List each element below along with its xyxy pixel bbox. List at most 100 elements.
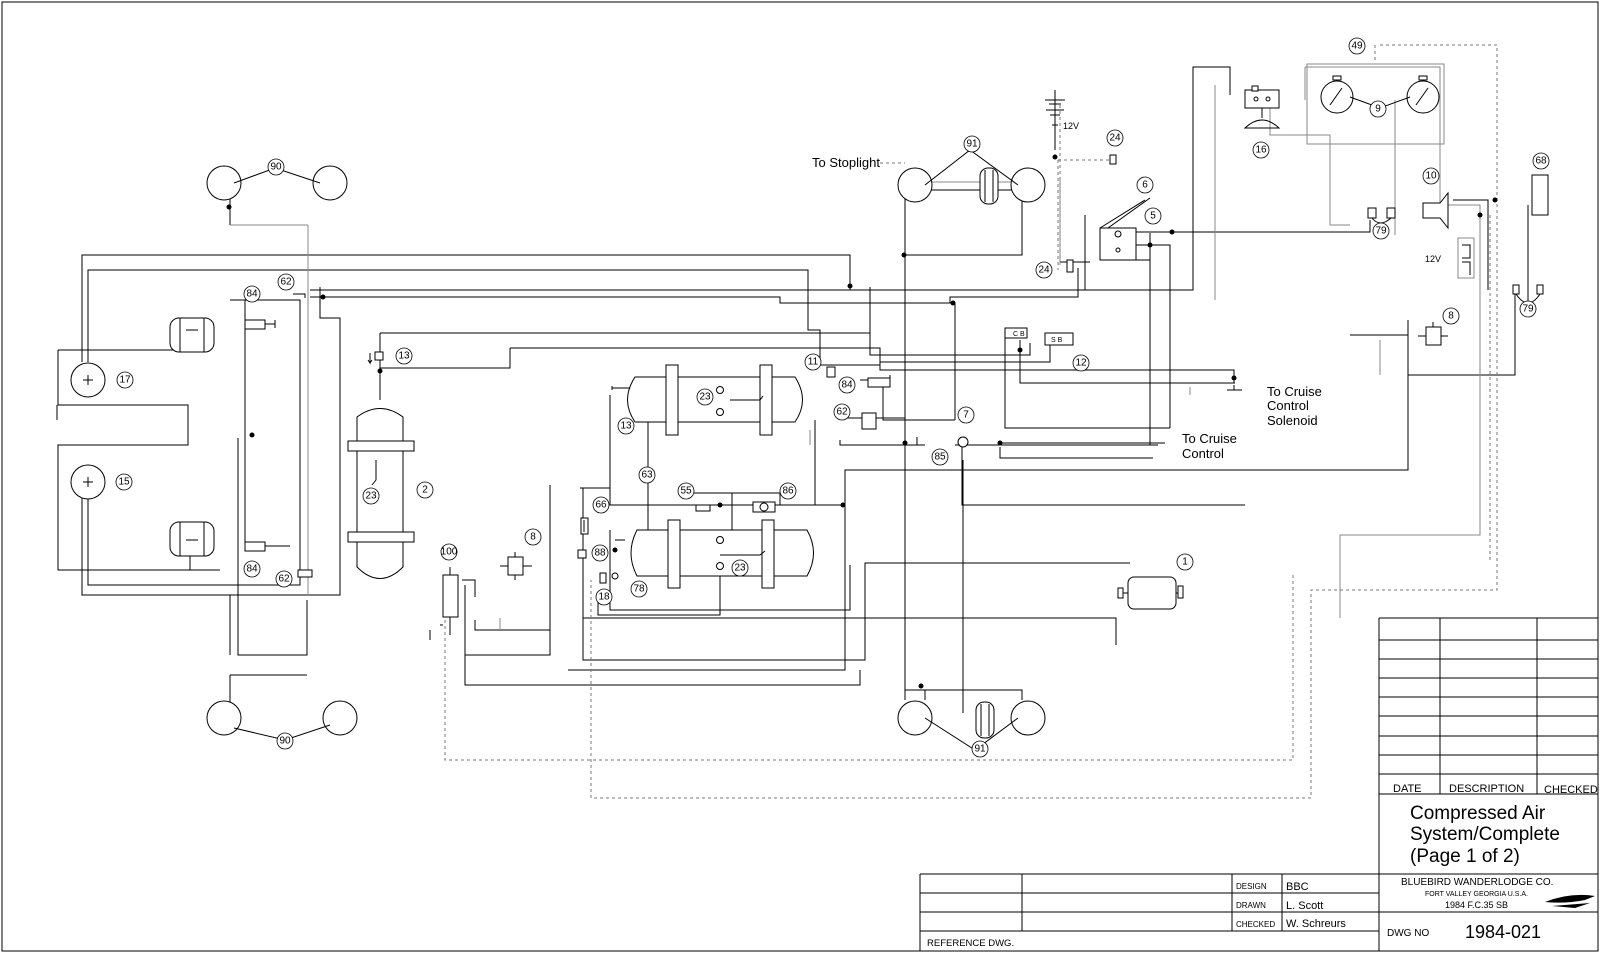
title-line-1: Compressed Air	[1410, 803, 1546, 824]
svg-text:23: 23	[699, 392, 711, 403]
signal-lines	[230, 44, 1498, 799]
callout-13-tank: 13	[617, 417, 635, 435]
callout-79-right: 79	[1519, 300, 1537, 318]
signoff-drawn-name: L. Scott	[1286, 900, 1323, 912]
valve-88	[577, 549, 587, 559]
notes: To Stoplight 12V 12V To Cruise Control S…	[812, 121, 1441, 461]
rev-header-checked: CHECKED	[1544, 784, 1598, 796]
callout-90-bottom: 90	[276, 732, 294, 750]
callout-68: 68	[1532, 152, 1550, 170]
callout-13-top: 13	[395, 347, 413, 365]
bluebird-logo	[1545, 894, 1595, 908]
callout-23-lower: 23	[731, 559, 749, 577]
valve-5	[1099, 227, 1137, 261]
valve-84-mid	[867, 377, 891, 388]
valve-24-lower	[1066, 259, 1074, 273]
check-valve-84-lower	[244, 541, 290, 552]
revision-table: DATE DESCRIPTION CHECKED	[1378, 617, 1598, 951]
svg-text:62: 62	[278, 574, 290, 585]
svg-text:88: 88	[594, 548, 606, 559]
dwg-no-value: 1984-021	[1465, 922, 1541, 942]
svg-text:13: 13	[620, 421, 632, 432]
callout-11: 11	[804, 353, 822, 371]
callout-16: 16	[1252, 141, 1270, 159]
model-line: 1984 F.C.35 SB	[1445, 900, 1508, 910]
svg-text:15: 15	[118, 477, 130, 488]
signoff-checked-name: W. Schreurs	[1286, 918, 1346, 930]
note-cruise-solenoid-3: Solenoid	[1267, 413, 1318, 428]
brake-chamber-91-bottom	[897, 700, 1046, 751]
svg-text:7: 7	[963, 410, 969, 421]
callout-9: 9	[1369, 100, 1387, 118]
callout-12: 12	[1072, 354, 1090, 372]
brake-chamber-91-top	[897, 149, 1046, 205]
svg-text:18: 18	[598, 592, 610, 603]
svg-text:1: 1	[1182, 557, 1188, 568]
battery-12v-top	[1045, 90, 1065, 150]
company-location: FORT VALLEY GEORGIA U.S.A.	[1425, 891, 1528, 898]
svg-text:68: 68	[1535, 156, 1547, 167]
callout-91-top: 91	[963, 135, 981, 153]
compressor-1	[1117, 576, 1184, 610]
callout-90-top: 90	[267, 158, 285, 176]
note-cruise-control-2: Control	[1182, 446, 1224, 461]
valve-86	[752, 501, 776, 513]
svg-text:66: 66	[595, 500, 607, 511]
title-block: DATE DESCRIPTION CHECKED Compressed Air …	[919, 617, 1598, 951]
svg-text:6: 6	[1142, 180, 1148, 191]
svg-text:91: 91	[966, 139, 978, 150]
callout-85: 85	[931, 448, 949, 466]
svg-text:23: 23	[365, 491, 377, 502]
valve-55	[695, 504, 711, 512]
svg-text:24: 24	[1038, 265, 1050, 276]
valve-7	[957, 436, 969, 448]
svg-text:100: 100	[441, 547, 458, 558]
callout-1: 1	[1176, 553, 1194, 571]
callout-8-right: 8	[1442, 307, 1460, 325]
svg-text:C B: C B	[1013, 331, 1025, 338]
svg-text:9: 9	[1375, 104, 1381, 115]
note-cruise-solenoid-1: To Cruise	[1267, 384, 1322, 399]
signoff-checked-role: CHECKED	[1236, 920, 1275, 929]
junction-dots	[226, 154, 1498, 689]
switch-79-upper	[1367, 207, 1396, 224]
company-name: BLUEBIRD WANDERLODGE CO.	[1401, 877, 1553, 888]
callouts: 49 9 16 24 6 5 24 79 68 10 79 8 91 91 90…	[115, 37, 1550, 758]
callout-49: 49	[1348, 37, 1366, 55]
signoff-design-role: DESIGN	[1236, 882, 1267, 891]
rev-header-description: DESCRIPTION	[1449, 783, 1524, 795]
svg-text:84: 84	[246, 564, 258, 575]
svg-text:24: 24	[1109, 133, 1121, 144]
svg-text:85: 85	[934, 452, 946, 463]
valve-6-pedal	[1099, 154, 1151, 229]
svg-text:84: 84	[246, 289, 258, 300]
note-cruise-control-1: To Cruise	[1182, 431, 1237, 446]
tank-23-lower	[630, 519, 814, 589]
relay-valve-17	[70, 362, 106, 398]
svg-text:10: 10	[1425, 171, 1437, 182]
tank-2-vertical	[347, 351, 415, 579]
air-gauges-9	[1306, 63, 1445, 145]
callout-63: 63	[638, 466, 656, 484]
svg-text:5: 5	[1150, 211, 1156, 222]
callout-55: 55	[677, 482, 695, 500]
spring-brake-lower	[169, 521, 215, 557]
callout-62-mid: 62	[833, 403, 851, 421]
dwg-no-label: DWG NO	[1387, 928, 1429, 939]
svg-text:49: 49	[1351, 41, 1363, 52]
callout-66: 66	[592, 496, 610, 514]
svg-text:62: 62	[280, 277, 292, 288]
svg-text:11: 11	[808, 357, 819, 368]
valve-62-left	[293, 293, 313, 578]
callout-17: 17	[116, 371, 134, 389]
note-to-stoplight: To Stoplight	[812, 155, 880, 170]
tank-23-upper	[611, 364, 803, 436]
valve-78	[611, 572, 619, 580]
governor-100	[442, 574, 459, 618]
note-cruise-solenoid-2: Control	[1267, 398, 1309, 413]
callout-8-center: 8	[524, 528, 542, 546]
valve-11	[826, 366, 836, 378]
brake-chamber-90-top	[206, 165, 348, 201]
svg-text:91: 91	[974, 744, 986, 755]
